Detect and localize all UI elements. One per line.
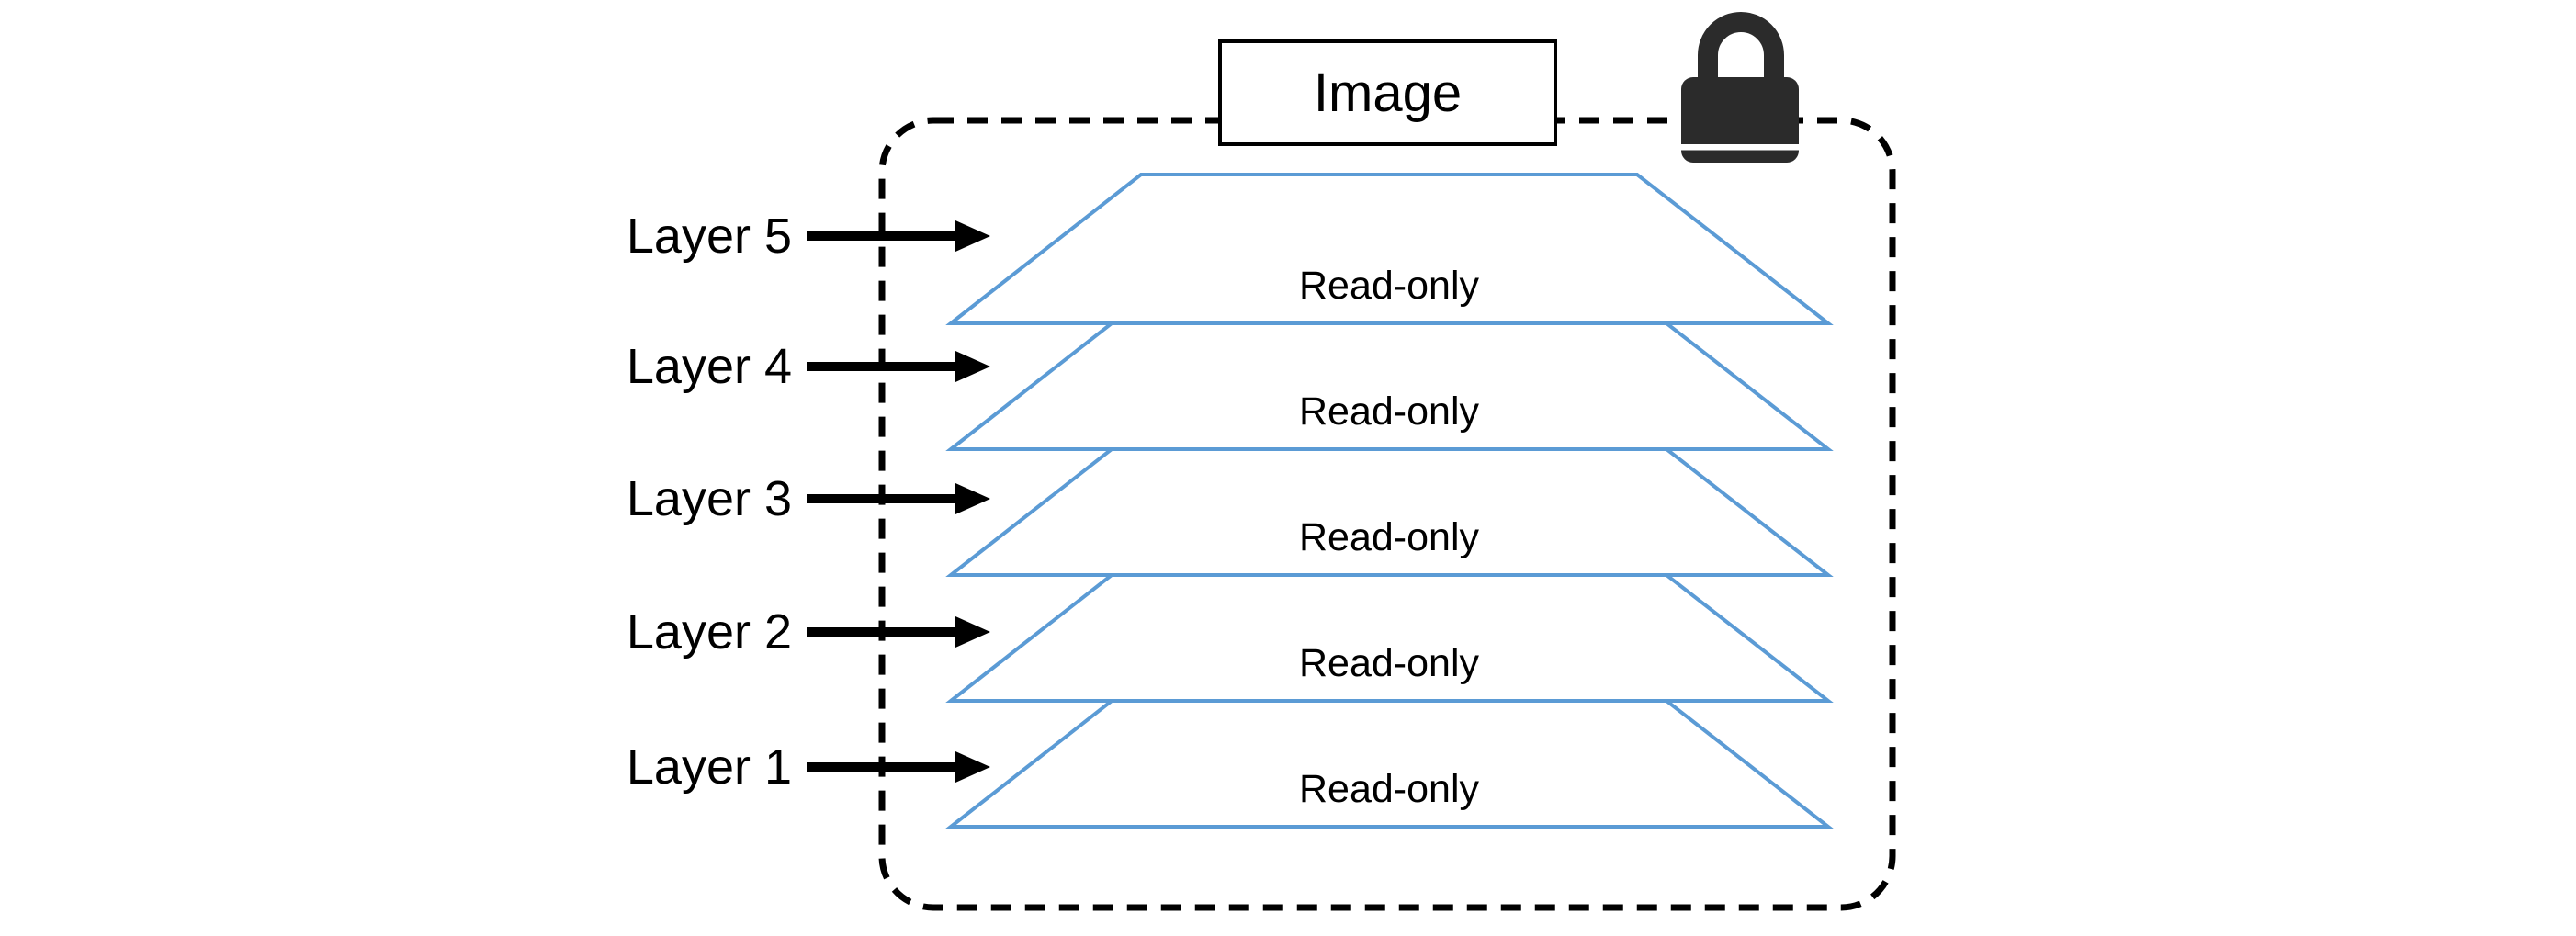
layer-4-status: Read-only	[1299, 389, 1479, 434]
layer-1-status: Read-only	[1299, 767, 1479, 811]
lock-body	[1681, 77, 1799, 163]
lock-shackle	[1698, 12, 1784, 96]
layer-3-status: Read-only	[1299, 515, 1479, 559]
layer-5-arrow	[807, 220, 990, 252]
layer-2-status: Read-only	[1299, 641, 1479, 685]
layer-2-label: Layer 2	[626, 604, 792, 660]
layer-3-label: Layer 3	[626, 471, 792, 526]
layer-4-label: Layer 4	[626, 339, 792, 394]
layer-5-trapezoid	[945, 173, 1834, 325]
layer-2-arrow	[807, 616, 990, 648]
layer-5-status: Read-only	[1299, 264, 1479, 308]
layer-1-arrow	[807, 751, 990, 783]
layer-4-arrow	[807, 351, 990, 382]
layer-5-label: Layer 5	[626, 209, 792, 264]
layer-3-arrow	[807, 483, 990, 514]
image-box: Image	[1218, 39, 1557, 146]
lock-body-gap	[1676, 144, 1804, 151]
lock-icon	[1676, 12, 1804, 163]
image-box-label: Image	[1313, 62, 1463, 123]
layer-1-label: Layer 1	[626, 739, 792, 795]
